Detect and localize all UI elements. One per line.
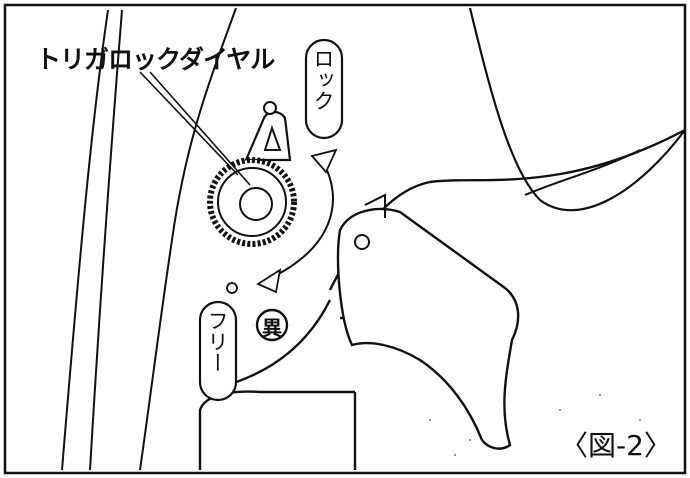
callout-leader-lines bbox=[139, 71, 251, 186]
callout-label: トリガロックダイヤル bbox=[36, 45, 275, 74]
figure-caption: 〈図-2〉 bbox=[560, 429, 672, 462]
print-dots bbox=[429, 394, 641, 456]
rotation-arrow bbox=[226, 148, 338, 294]
lock-tab-icon bbox=[304, 38, 344, 140]
circle-stamp-icon bbox=[255, 308, 289, 342]
outer-frame bbox=[3, 3, 687, 475]
free-tab-icon bbox=[198, 300, 238, 402]
tool-body-outline bbox=[61, 7, 686, 471]
lock-tab-label: ロック bbox=[311, 48, 335, 111]
trigger-lock-dial bbox=[207, 101, 297, 247]
trigger bbox=[336, 193, 520, 450]
free-tab-label: フリー bbox=[205, 310, 229, 373]
stamp-text: 異 bbox=[262, 316, 282, 340]
